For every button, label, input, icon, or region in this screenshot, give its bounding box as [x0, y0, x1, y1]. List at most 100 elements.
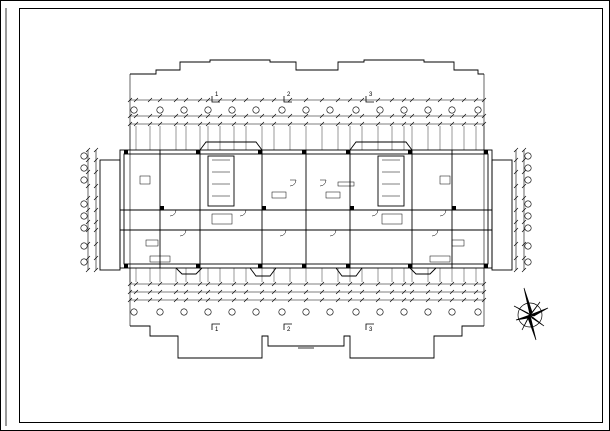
dimension-tick [319, 289, 325, 295]
fixture-block [271, 191, 287, 199]
structural-column [484, 264, 488, 268]
axis-bubble [80, 176, 88, 184]
dimension-tick [303, 289, 309, 295]
dimension-tick [449, 97, 455, 103]
dimension-tick [389, 97, 395, 103]
dimension-tick [521, 157, 527, 163]
axis-bubble [180, 106, 188, 114]
dimension-tick [93, 169, 99, 175]
dimension-tick [409, 297, 415, 303]
dimension-tick [359, 121, 365, 127]
dimension-tick [173, 121, 179, 127]
axis-bubble [474, 308, 482, 316]
dimension-tick [183, 121, 189, 127]
dimension-tick [521, 267, 527, 273]
axis-bubble [278, 308, 286, 316]
dimension-tick [259, 297, 265, 303]
dimension-tick [319, 113, 325, 119]
structural-column [196, 150, 200, 154]
dimension-tick [521, 147, 527, 153]
dimension-tick [197, 121, 203, 127]
dimension-tick [513, 267, 519, 273]
dimension-tick [335, 289, 341, 295]
dimension-tick [359, 297, 365, 303]
structural-column [302, 264, 306, 268]
door-swing [431, 229, 439, 237]
dimension-tick [359, 97, 365, 103]
dimension-tick [303, 281, 309, 287]
dimension-tick [157, 113, 163, 119]
dimension-tick [303, 297, 309, 303]
dimension-tick [93, 147, 99, 153]
dimension-tick [513, 241, 519, 247]
dimension-tick [461, 113, 467, 119]
dimension-tick [437, 297, 443, 303]
north-arrow-icon [513, 287, 549, 341]
dimension-tick [513, 227, 519, 233]
dimension-tick [513, 147, 519, 153]
dimension-tick [243, 281, 249, 287]
dimension-tick [133, 97, 139, 103]
dimension-tick [521, 255, 527, 261]
fixture-block [211, 213, 233, 225]
dimension-tick [147, 289, 153, 295]
dimension-tick [437, 97, 443, 103]
dimension-tick [173, 113, 179, 119]
fixture-block [145, 239, 159, 247]
structural-column [408, 150, 412, 154]
axis-bubble [326, 106, 334, 114]
dimension-tick [217, 297, 223, 303]
section-markers-bottom [211, 323, 374, 330]
dimension-tick [319, 281, 325, 287]
dimension-tick [513, 157, 519, 163]
section-mark-top-3: 3 [369, 92, 373, 98]
dimension-tick [473, 97, 479, 103]
dimension-tick [461, 289, 467, 295]
dimension-tick [401, 281, 407, 287]
dimension-tick [401, 297, 407, 303]
dimension-tick [93, 241, 99, 247]
axis-bubble [130, 308, 138, 316]
dimension-tick [521, 241, 527, 247]
dimension-tick [303, 113, 309, 119]
dimension-tick [359, 113, 365, 119]
dimension-tick [127, 121, 133, 127]
dimension-tick [521, 183, 527, 189]
dimension-tick [217, 113, 223, 119]
dimension-tick [127, 281, 133, 287]
door-swing [371, 209, 379, 217]
dimension-tick [243, 121, 249, 127]
dimension-tick [205, 97, 211, 103]
dimension-tick [409, 121, 415, 127]
dimension-tick [85, 147, 91, 153]
axis-bubble [228, 106, 236, 114]
dimension-tick [173, 97, 179, 103]
dimension-tick [401, 97, 407, 103]
dimension-tick [437, 113, 443, 119]
dimension-tick [425, 297, 431, 303]
axis-bubble [376, 106, 384, 114]
dimension-tick [359, 289, 365, 295]
axis-bubble [376, 308, 384, 316]
axis-bubble [180, 308, 188, 316]
dimension-tick [197, 289, 203, 295]
axis-bubble [204, 308, 212, 316]
dimension-tick [461, 121, 467, 127]
axis-bubble [80, 152, 88, 160]
dimension-tick [347, 289, 353, 295]
dimension-tick [127, 297, 133, 303]
door-swing [239, 209, 247, 217]
axis-bubble [524, 176, 532, 184]
dimension-tick [437, 281, 443, 287]
dimension-tick [173, 289, 179, 295]
door-swing [439, 209, 447, 217]
dimension-tick [449, 297, 455, 303]
axis-bubble [204, 106, 212, 114]
dimension-tick [375, 97, 381, 103]
dimension-tick [271, 113, 277, 119]
dimension-tick [157, 297, 163, 303]
drawing-frame [19, 8, 603, 423]
dimension-tick [205, 113, 211, 119]
section-markers-top [211, 96, 374, 103]
dimension-tick [271, 121, 277, 127]
